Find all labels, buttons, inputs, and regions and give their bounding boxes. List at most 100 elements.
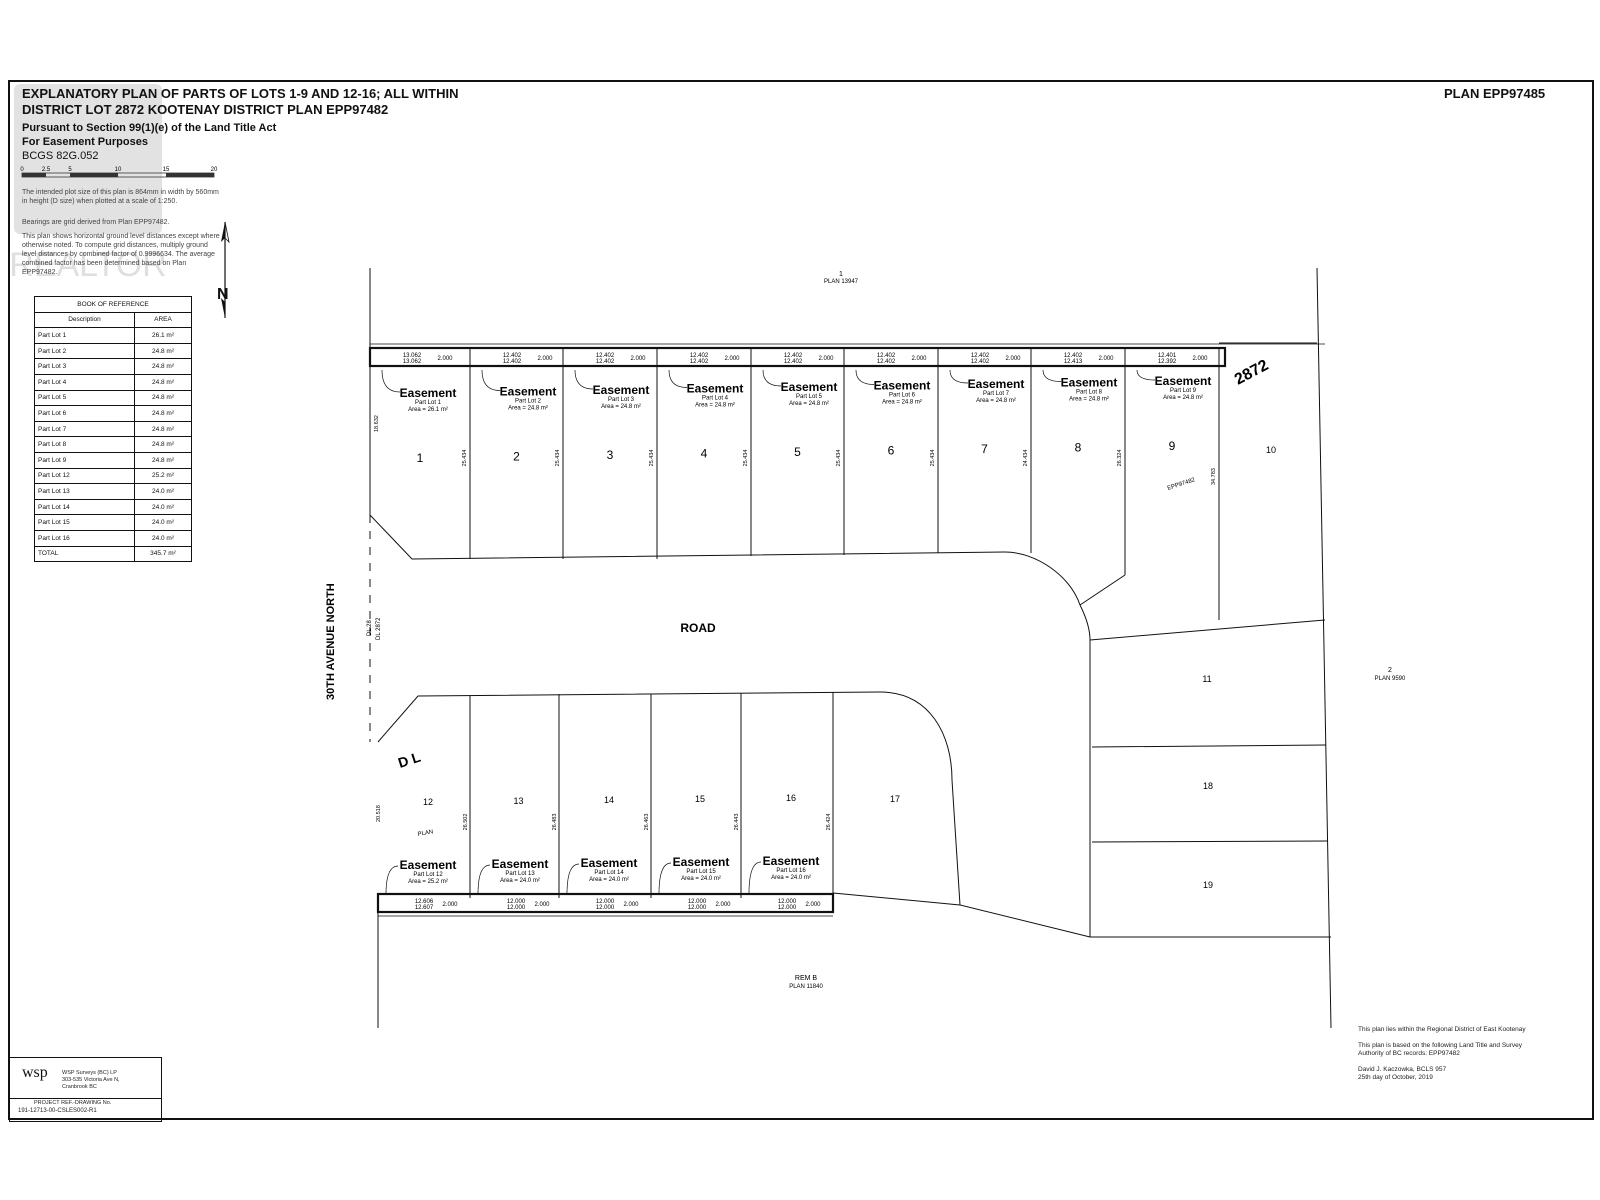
- easement-area: Area = 24.8 m²: [976, 398, 1016, 404]
- easement-part-lot: Part Lot 9: [1170, 388, 1197, 394]
- book-of-reference-table: BOOK OF REFERENCE Description AREA Part …: [34, 296, 192, 563]
- easement-area: Area = 25.2 m²: [408, 879, 448, 885]
- scale-tick-label: 10: [115, 167, 122, 173]
- svg-text:REALTOR: REALTOR: [9, 246, 166, 284]
- easement-leader-line: [748, 861, 762, 895]
- easement-leader-line: [1136, 369, 1156, 381]
- lot-number: 8: [1075, 441, 1082, 455]
- easement-leader-line: [385, 865, 399, 895]
- note-distances: This plan shows horizontal ground level …: [22, 233, 220, 276]
- lot-number: 16: [786, 793, 796, 803]
- scale-tick-label: 20: [211, 167, 218, 173]
- district-big-label: 2872: [1232, 357, 1271, 389]
- easement-label: Easement: [492, 857, 549, 871]
- easement-dimension: 12.402: [690, 359, 709, 365]
- easement-part-lot: Part Lot 3: [608, 397, 635, 403]
- title-block-divider: [10, 1098, 161, 1099]
- lot-number: 2: [513, 450, 520, 464]
- easement-label: Easement: [500, 385, 557, 399]
- easement-part-lot: Part Lot 4: [702, 396, 729, 402]
- easement-width: 2.000: [630, 356, 646, 362]
- top-plan-lot: 1: [839, 271, 843, 278]
- easement-label: Easement: [673, 855, 730, 869]
- north-label: N: [217, 286, 229, 303]
- easement-area: Area = 24.8 m²: [601, 404, 641, 410]
- easement-leader-line: [574, 369, 594, 390]
- company-name: WSP Surveys (BC) LP: [62, 1070, 117, 1076]
- easement-width: 2.000: [911, 356, 927, 362]
- project-ref-value: 191-12713-00-CSLES002-R1: [18, 1108, 97, 1114]
- north-arrow-icon: [221, 221, 230, 318]
- easement-part-lot: Part Lot 15: [686, 869, 716, 875]
- easement-width: 2.000: [442, 902, 458, 908]
- plan-title-line1: EXPLANATORY PLAN OF PARTS OF LOTS 1-9 AN…: [22, 86, 459, 101]
- easement-area: Area = 24.8 m²: [882, 400, 922, 406]
- lot-side-depth: 25.434: [836, 450, 842, 467]
- district-dl-label: D L: [396, 749, 423, 771]
- easement-width: 2.000: [1005, 356, 1021, 362]
- easement-area: Area = 26.1 m²: [408, 407, 448, 413]
- dl-label-1: DL 28: [367, 620, 373, 636]
- easement-label: Easement: [581, 856, 638, 870]
- easement-width: 2.000: [437, 356, 453, 362]
- easement-dimension: 12.402: [877, 359, 896, 365]
- easement-part-lot: Part Lot 13: [505, 871, 535, 877]
- company-address2: Cranbrook BC: [62, 1084, 97, 1090]
- easement-dimension: 13.062: [403, 359, 422, 365]
- easement-width: 2.000: [1098, 356, 1114, 362]
- easement-part-lot: Part Lot 2: [515, 399, 542, 405]
- lot-number: 15: [695, 794, 705, 804]
- easement-part-lot: Part Lot 6: [889, 393, 916, 399]
- epp-label: EPP97482: [1167, 477, 1197, 492]
- lot-side-depth: 26.502: [463, 814, 469, 831]
- easement-label: Easement: [400, 386, 457, 400]
- easement-label: Easement: [593, 383, 650, 397]
- easement-area: Area = 24.0 m²: [771, 875, 811, 881]
- bottom-plan-lot: REM B: [795, 975, 818, 982]
- easement-label: Easement: [400, 858, 457, 872]
- lot-number: 18: [1203, 781, 1213, 791]
- easement-area: Area = 24.8 m²: [789, 401, 829, 407]
- plan-subtitle-line2: For Easement Purposes: [22, 136, 148, 148]
- easement-width: 2.000: [534, 902, 550, 908]
- footer-note-regional: This plan lies within the Regional Distr…: [1358, 1026, 1526, 1033]
- easement-area: Area = 24.8 m²: [1163, 395, 1203, 401]
- lot-side-depth: 25.434: [743, 450, 749, 467]
- top-plan-label: PLAN 13947: [824, 279, 859, 285]
- lot-number: 14: [604, 795, 614, 805]
- lot-number: 11: [1202, 674, 1211, 684]
- lot-number: 19: [1203, 880, 1213, 890]
- lot1-depth: 18.632: [374, 415, 380, 432]
- easement-width: 2.000: [537, 356, 553, 362]
- easement-dimension: 12.402: [971, 353, 990, 359]
- easement-dimension: 12.606: [415, 899, 434, 905]
- scale-tick-label: 2.5: [42, 167, 51, 173]
- easement-area: Area = 24.8 m²: [695, 403, 735, 409]
- company-address1: 303-535 Victoria Ave N,: [62, 1077, 120, 1083]
- easement-width: 2.000: [818, 356, 834, 362]
- lot-side-depth: 26.463: [644, 814, 650, 831]
- lot-number: 17: [890, 794, 900, 804]
- reference-area: 24.0 m²: [134, 498, 192, 516]
- easement-area: Area = 24.0 m²: [500, 878, 540, 884]
- lot9-depth: 34.783: [1211, 468, 1217, 485]
- lot-number: 10: [1266, 445, 1276, 455]
- easement-label: Easement: [1061, 376, 1118, 390]
- easement-label: Easement: [1155, 374, 1212, 388]
- easement-area: Area = 24.8 m²: [1069, 397, 1109, 403]
- easement-dimension: 12.607: [415, 905, 434, 911]
- easement-dimension: 12.402: [971, 359, 990, 365]
- plan-number: PLAN EPP97485: [1444, 86, 1546, 101]
- lot-side-depth: 26.483: [552, 814, 558, 831]
- easement-leader-line: [1042, 369, 1062, 382]
- easement-label: Easement: [968, 377, 1025, 391]
- easement-leader-line: [481, 369, 501, 391]
- easement-width: 2.000: [805, 902, 821, 908]
- lot-number: 9: [1169, 439, 1176, 453]
- avenue-label: 30TH AVENUE NORTH: [325, 583, 337, 700]
- easement-dimension: 12.000: [778, 905, 797, 911]
- easement-leader-line: [566, 863, 580, 895]
- easement-dimension: 12.401: [1158, 353, 1177, 359]
